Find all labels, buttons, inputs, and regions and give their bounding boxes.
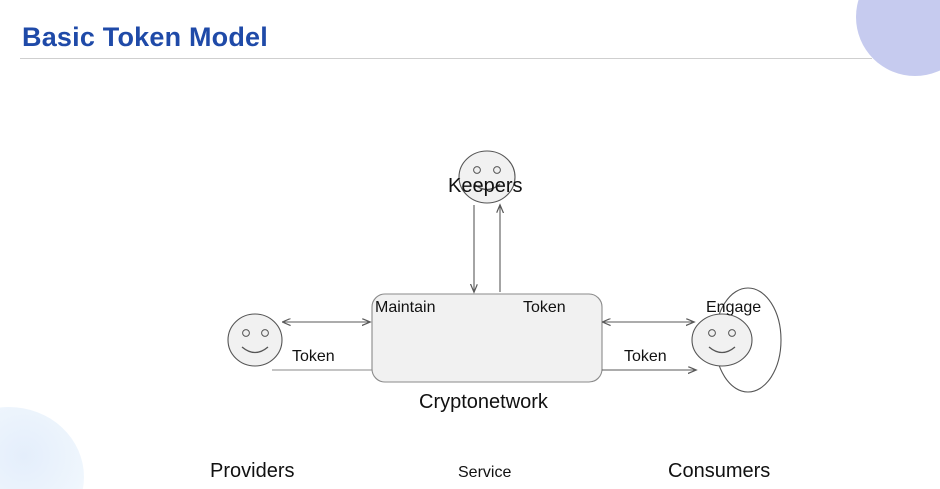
- edge-label-maintain: Maintain: [375, 299, 436, 316]
- edge-label-engage: Engage: [706, 299, 762, 316]
- edge-label-service: Service: [458, 464, 512, 481]
- edge-label-token-keepers: Token: [523, 299, 566, 316]
- token-model-diagram: Keepers Providers Consumers Cryptonetwor…: [0, 62, 940, 489]
- node-label-consumers: Consumers: [668, 460, 771, 482]
- edge-label-token-left: Token: [292, 348, 335, 365]
- page-title: Basic Token Model: [22, 22, 268, 52]
- diagram-svg: [227, 150, 782, 393]
- node-providers-smiley: [227, 313, 283, 367]
- node-label-cryptonetwork: Cryptonetwork: [419, 391, 548, 413]
- title-divider: [20, 58, 872, 59]
- node-label-keepers: Keepers: [448, 175, 523, 197]
- node-consumers-group: [691, 287, 782, 393]
- node-keepers-smiley: [458, 150, 516, 204]
- edge-label-token-right: Token: [624, 348, 667, 365]
- node-label-providers: Providers: [210, 460, 295, 482]
- node-cryptonetwork-box: [371, 293, 603, 383]
